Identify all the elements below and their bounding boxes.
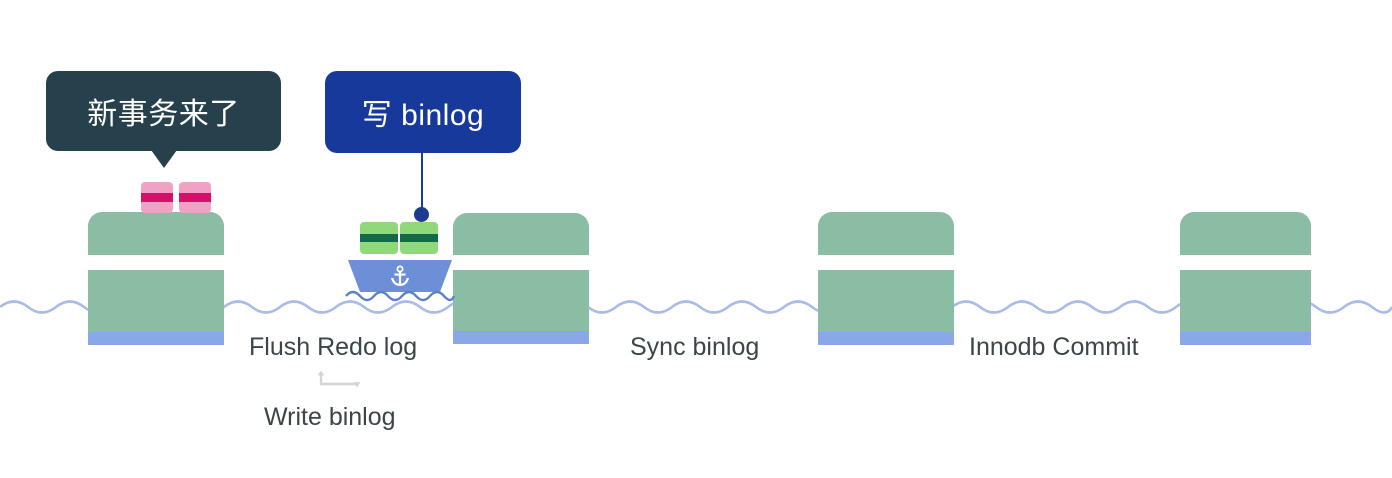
station-1-base: [88, 270, 224, 345]
label-write-binlog: Write binlog: [264, 403, 396, 431]
station-3-cap: [818, 212, 954, 255]
station-4-base-strip: [1180, 332, 1311, 345]
station-1: [88, 212, 224, 345]
bubble-write-binlog-text: 写 binlog: [361, 99, 485, 132]
cargo-ship: [344, 222, 456, 296]
bubble-write-binlog: 写 binlog: [325, 71, 521, 153]
bubble-new-transaction: 新事务来了: [46, 71, 281, 168]
pier-cargo-box-2-band: [179, 193, 211, 202]
bubble-connector-line: [421, 153, 423, 211]
ship-wave: [345, 290, 456, 302]
station-2: [453, 213, 589, 344]
water-wave-line: [0, 300, 1392, 314]
station-4-cap: [1180, 212, 1311, 255]
pier-cargo-box-2: [179, 182, 211, 213]
pier-cargo-box-1: [141, 182, 173, 213]
anchor-icon: [391, 265, 409, 286]
bubble-tail-icon: [150, 150, 177, 168]
station-1-cap: [88, 212, 224, 255]
station-2-cap: [453, 213, 589, 255]
ship-hull: [348, 260, 452, 292]
bubble-connector-dot: [414, 207, 429, 222]
ship-container-2-band: [400, 234, 438, 242]
step-arrow-icon: [317, 370, 361, 388]
ship-container-1-band: [360, 234, 398, 242]
station-3-base: [818, 270, 954, 345]
station-3: [818, 212, 954, 345]
pier-cargo-box-1-band: [141, 193, 173, 202]
label-innodb-commit: Innodb Commit: [969, 333, 1139, 361]
station-4-base: [1180, 270, 1311, 345]
ship-container-1: [360, 222, 398, 254]
station-2-base: [453, 270, 589, 344]
label-sync-binlog: Sync binlog: [630, 333, 760, 361]
station-1-base-strip: [88, 332, 224, 345]
station-3-base-strip: [818, 332, 954, 345]
station-4: [1180, 212, 1311, 345]
label-flush-redo-log: Flush Redo log: [249, 333, 418, 361]
bubble-new-transaction-text: 新事务来了: [87, 98, 240, 131]
station-2-base-strip: [453, 331, 589, 344]
ship-container-2: [400, 222, 438, 254]
